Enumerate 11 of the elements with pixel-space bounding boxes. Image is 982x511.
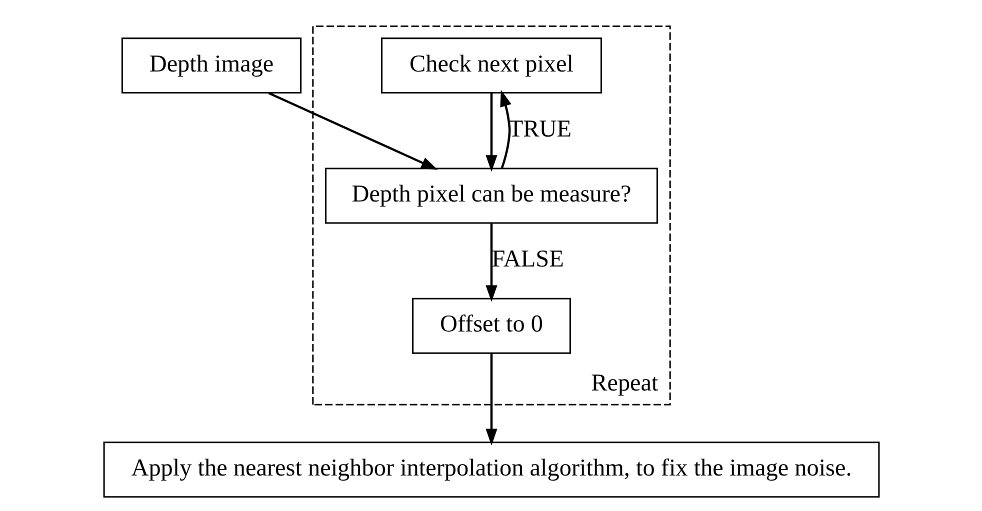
node-box: Depth image — [120, 38, 302, 94]
node-box: Offset to 0 — [412, 298, 570, 354]
arrow — [485, 93, 497, 172]
arrow — [500, 90, 511, 169]
arrow — [268, 92, 438, 170]
arrow — [485, 224, 497, 302]
node-box: Check next pixel — [380, 38, 602, 94]
edge-label: FALSE — [491, 246, 564, 273]
node-box: Depth pixel can be measure? — [324, 168, 658, 224]
arrow — [485, 353, 497, 446]
node-box: Apply the nearest neighbor interpolation algorithm, to fix the image noise. — [102, 442, 880, 498]
